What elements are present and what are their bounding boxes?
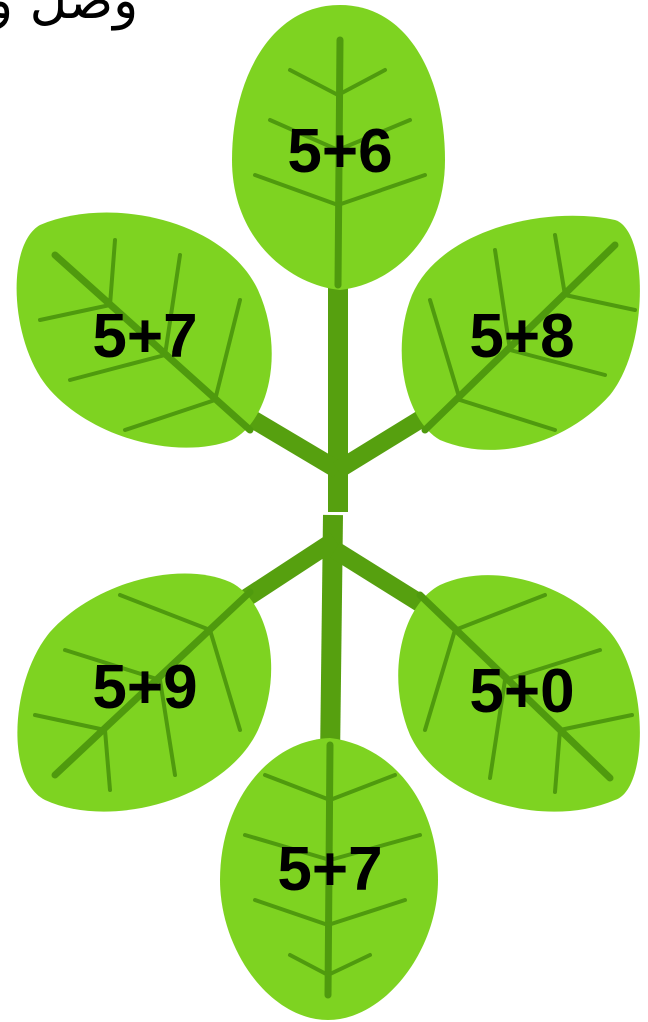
leaf-bottom: 5+7: [220, 738, 438, 1020]
leaf-lower-left-label: 5+9: [92, 653, 197, 722]
leaf-upper-left: 5+7: [17, 213, 272, 448]
leaf-upper-left-label: 5+7: [92, 302, 197, 371]
leaf-lower-left: 5+9: [17, 573, 271, 811]
leaf-upper-right: 5+8: [402, 216, 640, 450]
leaf-top: 5+6: [232, 5, 445, 290]
leaf-upper-right-label: 5+8: [469, 302, 574, 371]
leaves-layer: 5+6 5+7 5+8: [17, 5, 640, 1020]
leaf-bottom-label: 5+7: [277, 835, 382, 904]
leaf-top-label: 5+6: [287, 117, 392, 186]
leaf-lower-right-label: 5+0: [469, 657, 574, 726]
header-text: وصّل و: [0, 0, 138, 31]
leaf-lower-right: 5+0: [398, 575, 640, 812]
